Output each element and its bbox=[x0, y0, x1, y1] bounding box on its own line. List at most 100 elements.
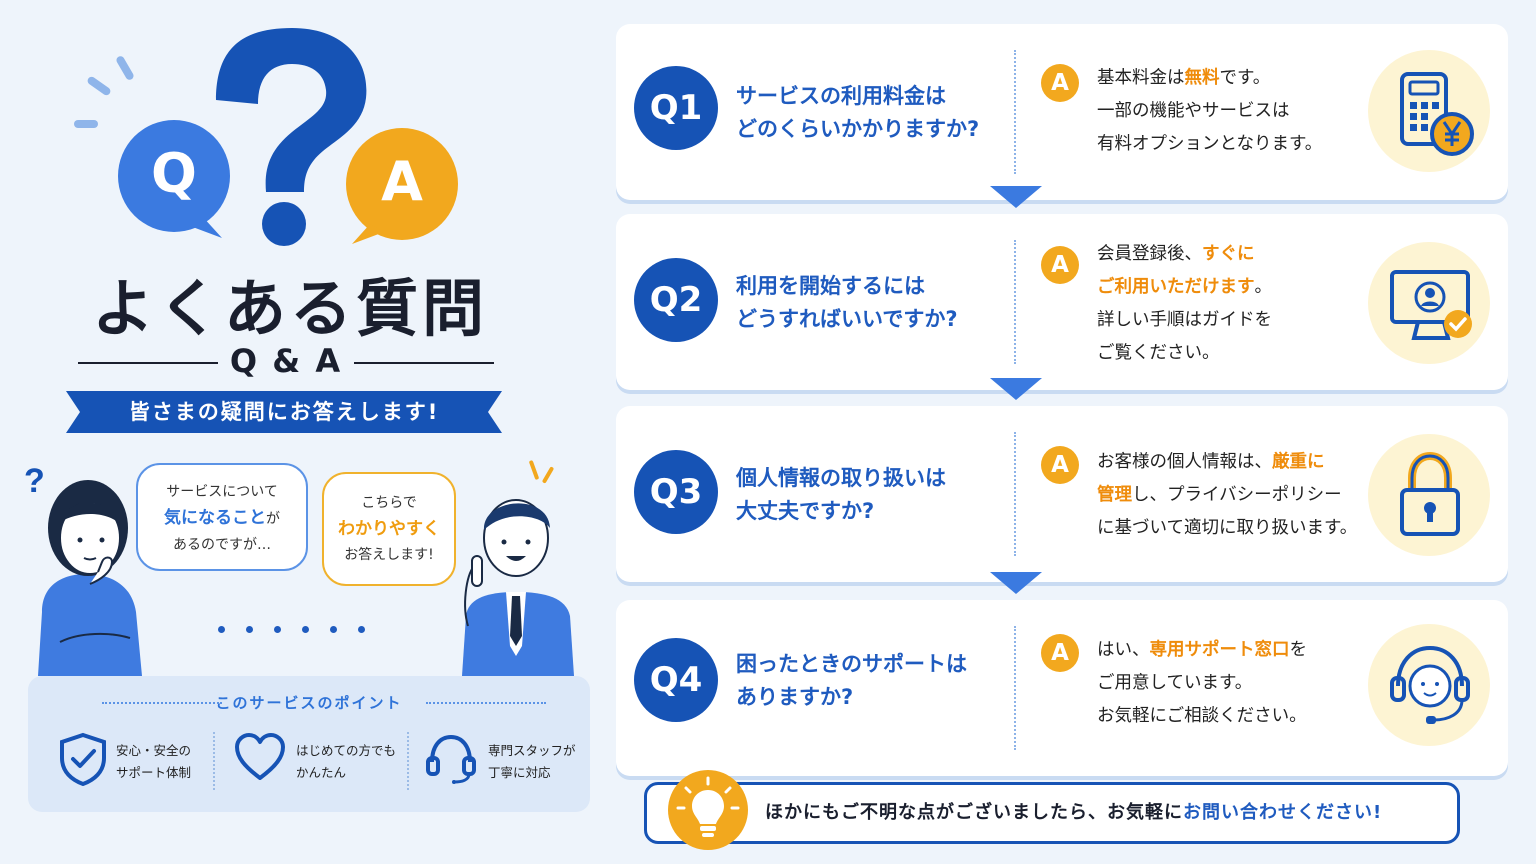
answer-line: に基づいて適切に取り扱います。 bbox=[1097, 512, 1377, 545]
headset-icon bbox=[426, 734, 476, 784]
answer-line: 管理し、プライバシーポリシー bbox=[1097, 479, 1377, 512]
q-letter: Q bbox=[151, 142, 197, 205]
answer-segment: お気軽にご相談ください。 bbox=[1097, 706, 1307, 726]
answer-line: ご用意しています。 bbox=[1097, 667, 1377, 700]
svg-text:?: ? bbox=[24, 462, 45, 500]
q-bubble-icon: Q bbox=[118, 120, 238, 240]
answer-line: 会員登録後、すぐに bbox=[1097, 238, 1377, 271]
ribbon-banner: 皆さまの疑問にお答えします! bbox=[66, 391, 502, 433]
ellipsis-dots bbox=[218, 618, 388, 633]
heart-icon bbox=[235, 733, 285, 780]
speech-bubble-question: サービスについて 気になることが あるのですが… bbox=[136, 463, 308, 571]
a-letter: A bbox=[381, 150, 423, 213]
shield-check-icon bbox=[60, 732, 106, 786]
question-number-badge: Q1 bbox=[634, 66, 718, 150]
answer-segment: 基本料金は bbox=[1097, 68, 1185, 88]
a-bubble-icon: A bbox=[340, 128, 464, 244]
qa-subtitle-row: Q & A bbox=[78, 342, 494, 382]
answer-text: 会員登録後、すぐにご利用いただけます。詳しい手順はガイドをご覧ください。 bbox=[1097, 238, 1377, 370]
ribbon-text: 皆さまの疑問にお答えします! bbox=[128, 400, 440, 424]
answer-line: お気軽にご相談ください。 bbox=[1097, 700, 1377, 733]
answer-line: 有料オプションとなります。 bbox=[1097, 128, 1377, 161]
down-arrow-icon bbox=[990, 378, 1042, 400]
support-agent-icon bbox=[1368, 624, 1490, 746]
question-number-badge: Q4 bbox=[634, 638, 718, 722]
qa-divider bbox=[1014, 432, 1016, 556]
contact-banner-text: ほかにもご不明な点がございましたら、お気軽にお問い合わせください! bbox=[765, 785, 1382, 841]
point-line: 丁寧に対応 bbox=[488, 765, 551, 780]
bubble-highlight-line: 気になることが bbox=[138, 505, 306, 532]
calculator-yen-icon bbox=[1368, 50, 1490, 172]
answer-segment: 一部の機能やサービスは bbox=[1097, 101, 1290, 121]
qa-divider bbox=[1014, 240, 1016, 364]
faq-card-1: Q1 サービスの利用料金は どのくらいかかりますか? A 基本料金は無料です。一… bbox=[616, 24, 1508, 200]
question-line: どうすればいいですか? bbox=[736, 307, 958, 331]
contact-link[interactable]: お問い合わせください! bbox=[1183, 802, 1383, 823]
answer-line: 基本料金は無料です。 bbox=[1097, 62, 1377, 95]
faq-card-2: Q2 利用を開始するには どうすればいいですか? A 会員登録後、すぐにご利用い… bbox=[616, 214, 1508, 390]
answer-segment: ご用意しています。 bbox=[1097, 673, 1253, 693]
bubble-highlight: わかりやすく bbox=[338, 519, 440, 539]
answer-badge: A bbox=[1041, 446, 1079, 484]
answer-line: 詳しい手順はガイドを bbox=[1097, 304, 1377, 337]
answer-segment: 詳しい手順はガイドを bbox=[1097, 310, 1272, 330]
question-text: サービスの利用料金は どのくらいかかりますか? bbox=[736, 80, 1016, 146]
qa-subtitle: Q & A bbox=[229, 342, 343, 380]
answer-highlight: 管理 bbox=[1097, 485, 1132, 505]
question-text: 利用を開始するには どうすればいいですか? bbox=[736, 270, 1016, 336]
faq-card-3: Q3 個人情報の取り扱いは 大丈夫ですか? A お客様の個人情報は、厳重に管理し… bbox=[616, 406, 1508, 582]
answer-segment: お客様の個人情報は、 bbox=[1097, 452, 1272, 472]
answer-badge: A bbox=[1041, 64, 1079, 102]
question-line: どのくらいかかりますか? bbox=[736, 117, 980, 141]
answer-segment: 有料オプションとなります。 bbox=[1097, 134, 1323, 154]
question-line: ありますか? bbox=[736, 685, 854, 709]
question-text: 困ったときのサポートは ありますか? bbox=[736, 648, 1016, 714]
divider-line bbox=[354, 362, 494, 364]
answer-segment: 会員登録後、 bbox=[1097, 244, 1202, 264]
points-divider bbox=[213, 732, 215, 790]
point-line: サポート体制 bbox=[116, 765, 192, 780]
answer-segment: ご覧ください。 bbox=[1097, 343, 1220, 363]
question-mark-icon bbox=[74, 28, 367, 246]
hero-illustration bbox=[66, 20, 466, 260]
page-title: よくある質問 bbox=[91, 272, 488, 345]
question-line: 大丈夫ですか? bbox=[736, 499, 875, 523]
padlock-icon bbox=[1368, 434, 1490, 556]
answer-text: はい、専用サポート窓口をご用意しています。お気軽にご相談ください。 bbox=[1097, 634, 1377, 733]
bubble-line: お答えします! bbox=[344, 547, 434, 563]
answer-highlight: 無料 bbox=[1184, 68, 1220, 88]
question-number-badge: Q3 bbox=[634, 450, 718, 534]
answer-badge: A bbox=[1041, 246, 1079, 284]
answer-line: はい、専用サポート窓口を bbox=[1097, 634, 1377, 667]
answer-line: ご覧ください。 bbox=[1097, 337, 1377, 370]
lightbulb-icon bbox=[668, 770, 748, 850]
qa-divider bbox=[1014, 50, 1016, 174]
answer-segment: です。 bbox=[1219, 68, 1271, 88]
speech-bubble-answer: こちらで わかりやすく お答えします! bbox=[322, 472, 456, 586]
answer-highlight: ご利用いただけます bbox=[1097, 277, 1255, 297]
bubble-line: サービスについて bbox=[166, 484, 278, 500]
monitor-user-check-icon bbox=[1368, 242, 1490, 364]
answer-highlight: 厳重に bbox=[1272, 452, 1325, 472]
question-line: 個人情報の取り扱いは bbox=[736, 466, 946, 490]
answer-text: 基本料金は無料です。一部の機能やサービスは有料オプションとなります。 bbox=[1097, 62, 1377, 161]
bubble-highlight: 気になること bbox=[164, 508, 266, 528]
faq-card-4: Q4 困ったときのサポートは ありますか? A はい、専用サポート窓口をご用意し… bbox=[616, 600, 1508, 776]
question-line: 利用を開始するには bbox=[736, 274, 925, 298]
points-title: このサービスのポイント bbox=[28, 692, 590, 713]
answer-segment: 。 bbox=[1254, 277, 1273, 297]
points-divider bbox=[407, 732, 409, 790]
man-character-illustration bbox=[454, 456, 578, 676]
point-line: 安心・安全の bbox=[116, 743, 192, 758]
bubble-line: あるのですが… bbox=[173, 537, 271, 553]
answer-segment: はい、 bbox=[1097, 640, 1150, 660]
divider-line bbox=[78, 362, 218, 364]
qa-divider bbox=[1014, 626, 1016, 750]
woman-character-illustration: ? bbox=[20, 462, 150, 676]
point-line: はじめての方でも bbox=[296, 743, 397, 758]
contact-text: ほかにもご不明な点がございましたら、お気軽に bbox=[765, 802, 1183, 823]
down-arrow-icon bbox=[990, 186, 1042, 208]
contact-banner[interactable]: ほかにもご不明な点がございましたら、お気軽にお問い合わせください! bbox=[644, 782, 1460, 844]
answer-line: 一部の機能やサービスは bbox=[1097, 95, 1377, 128]
answer-highlight: すぐに bbox=[1202, 244, 1255, 264]
